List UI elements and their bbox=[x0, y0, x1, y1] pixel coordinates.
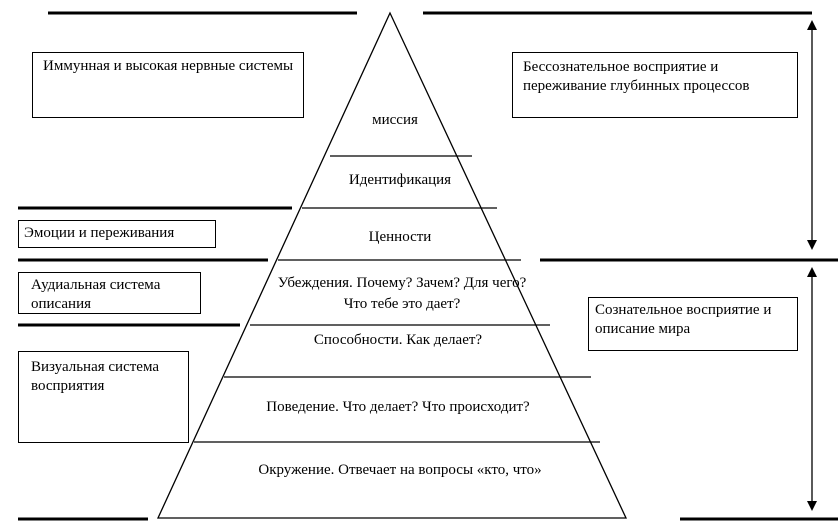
level-mission: миссия bbox=[372, 112, 418, 128]
box-emotions: Эмоции и переживания bbox=[18, 220, 216, 248]
level-environment: Окружение. Отвечает на вопросы «кто, что… bbox=[258, 462, 542, 478]
box-visual-system: Визуальная система восприятия bbox=[18, 351, 189, 443]
level-identity: Идентификация bbox=[348, 172, 452, 188]
level-values: Ценности bbox=[368, 229, 432, 245]
level-beliefs: Убеждения. Почему? Зачем? Для чего? Что … bbox=[277, 275, 527, 312]
pyramid-outline bbox=[156, 11, 628, 519]
level-abilities: Способности. Как делает? bbox=[313, 332, 483, 348]
level-behavior: Поведение. Что делает? Что происходит? bbox=[266, 399, 530, 415]
box-conscious-perception: Сознательное восприятие и описание мира bbox=[588, 297, 798, 351]
box-audial-system: Аудиальная система описания bbox=[18, 272, 201, 314]
box-unconscious-perception: Бессознательное восприятие и переживание… bbox=[512, 52, 798, 118]
box-immune-system: Иммунная и высокая нервные системы bbox=[32, 52, 304, 118]
